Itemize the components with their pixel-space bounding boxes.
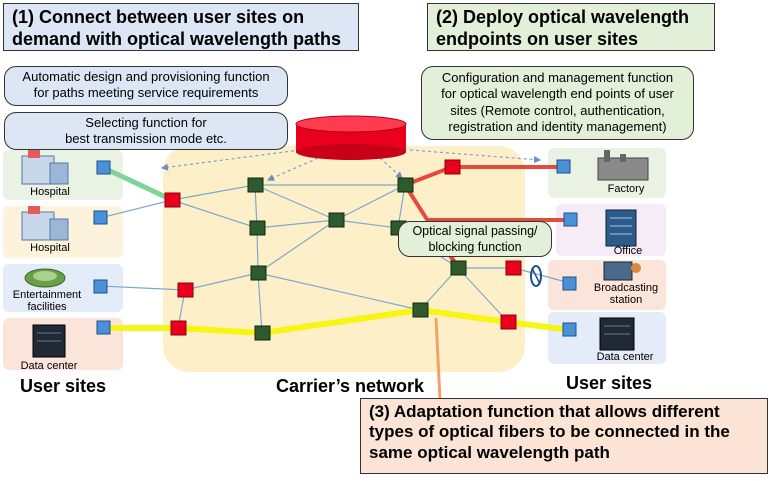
endpoint-office (563, 212, 578, 227)
green-nodes (247, 177, 467, 341)
fiber-link (99, 285, 186, 291)
label-office: Office (613, 245, 643, 257)
label-entertainment: Entertainment facilities (4, 289, 90, 313)
config-line2: for optical wavelength end points of use… (441, 86, 674, 102)
green-node (254, 325, 271, 341)
endpoint-broadcasting (562, 276, 577, 291)
signal-passing-function: Optical signal passing/ blocking functio… (398, 221, 552, 257)
broadcast-icon (603, 261, 641, 281)
green-node (250, 265, 267, 281)
fiber-link (457, 267, 509, 323)
signal-line1: Optical signal passing/ (412, 224, 538, 238)
green-node (247, 177, 264, 193)
fiber-link (335, 184, 406, 221)
green-node (249, 220, 266, 236)
config-line1: Configuration and management function (441, 70, 674, 85)
label-user-sites-right: User sites (566, 373, 653, 393)
controller-database (295, 115, 407, 160)
label-carrier-network: Carrier’s network (276, 376, 425, 396)
green-node (450, 260, 467, 276)
broadcasting-line2: station (609, 294, 643, 307)
green-node (397, 177, 414, 193)
fiber-link (254, 184, 337, 221)
label-user-sites-left: User sites (20, 376, 107, 396)
fiber-link (513, 267, 571, 284)
callout-deploy-endpoints: (2) Deploy optical wavelength endpoints … (427, 3, 715, 51)
server-icon (599, 317, 635, 351)
stadium-icon (24, 268, 66, 288)
endpoint-hospital1 (96, 160, 111, 175)
label-broadcasting: Broadcasting station (586, 282, 666, 306)
callout1-line2: demand with optical wavelength paths (12, 28, 342, 49)
callout1-line1: (1) Connect between user sites on (12, 7, 305, 27)
carrier-network-area (163, 146, 525, 372)
configuration-function: Configuration and management function fo… (421, 66, 694, 140)
fiber-link (256, 219, 337, 229)
red-node (444, 159, 461, 175)
fiber-link (171, 184, 256, 201)
endpoint-hospital2 (93, 210, 108, 225)
red-node (177, 282, 194, 298)
selecting-function: Selecting function for best transmission… (4, 112, 288, 150)
fiber-link (257, 272, 421, 311)
config-line3: sites (Remote control, authentication, (450, 102, 665, 118)
callout-connect-sites: (1) Connect between user sites on demand… (3, 3, 359, 51)
control-link (409, 149, 542, 164)
fiber-link (171, 199, 258, 229)
hospital-icon (21, 150, 69, 185)
green-node (328, 212, 345, 228)
callout3-line3: same optical wavelength path (369, 442, 610, 462)
red-node (505, 260, 522, 276)
broadcasting-line1: Broadcasting (593, 282, 659, 294)
red-node (164, 192, 181, 208)
label-datacenter-left: Data center (20, 360, 78, 372)
control-links (160, 149, 542, 181)
signal-line2: blocking function (428, 239, 522, 254)
yellow-path (104, 306, 571, 337)
red-nodes (164, 159, 522, 336)
control-link (379, 157, 403, 179)
factory-icon (597, 150, 649, 181)
server-icon (32, 324, 66, 358)
label-hospital2: Hospital (30, 242, 70, 254)
callout3-pointer (434, 317, 442, 401)
fiber-link (335, 219, 399, 229)
label-factory: Factory (607, 183, 645, 195)
red-node (500, 314, 517, 330)
auto-line1: Automatic design and provisioning functi… (22, 69, 270, 84)
callout2-line2: endpoints on user sites (436, 28, 639, 49)
callout3-line1: (3) Adaptation function that allows diff… (369, 402, 720, 421)
control-link (160, 149, 301, 171)
control-link (266, 157, 319, 181)
fiber-link (184, 272, 259, 291)
fiber-link (257, 272, 263, 334)
entertainment-line1: Entertainment (12, 289, 82, 301)
config-line4: registration and identity management) (448, 118, 667, 134)
hospital-icon (21, 206, 69, 241)
select-line2: best transmission mode etc. (65, 131, 227, 147)
callout3-line2: types of optical fibers to be connected … (369, 422, 730, 442)
automatic-design-function: Automatic design and provisioning functi… (4, 66, 288, 106)
label-datacenter-right: Data center (596, 351, 654, 363)
blocking-icon (530, 265, 542, 287)
entertainment-line2: facilities (27, 301, 67, 314)
endpoint-datacenter-left (96, 320, 111, 335)
endpoint-factory (556, 159, 571, 174)
office-icon (605, 209, 637, 247)
callout-adaptation: (3) Adaptation function that allows diff… (360, 398, 768, 474)
fiber-link (99, 199, 173, 219)
select-line1: Selecting function for (85, 115, 207, 130)
auto-line2: for paths meeting service requirements (33, 85, 259, 101)
red-node (170, 320, 187, 336)
green-node (412, 302, 429, 318)
endpoint-datacenter-right (562, 322, 577, 337)
fiber-link (257, 219, 337, 274)
callout2-line1: (2) Deploy optical wavelength (436, 7, 690, 27)
label-hospital1: Hospital (30, 186, 70, 198)
green-path (102, 165, 174, 203)
endpoint-boxes (93, 159, 578, 337)
endpoint-entertainment (93, 279, 108, 294)
